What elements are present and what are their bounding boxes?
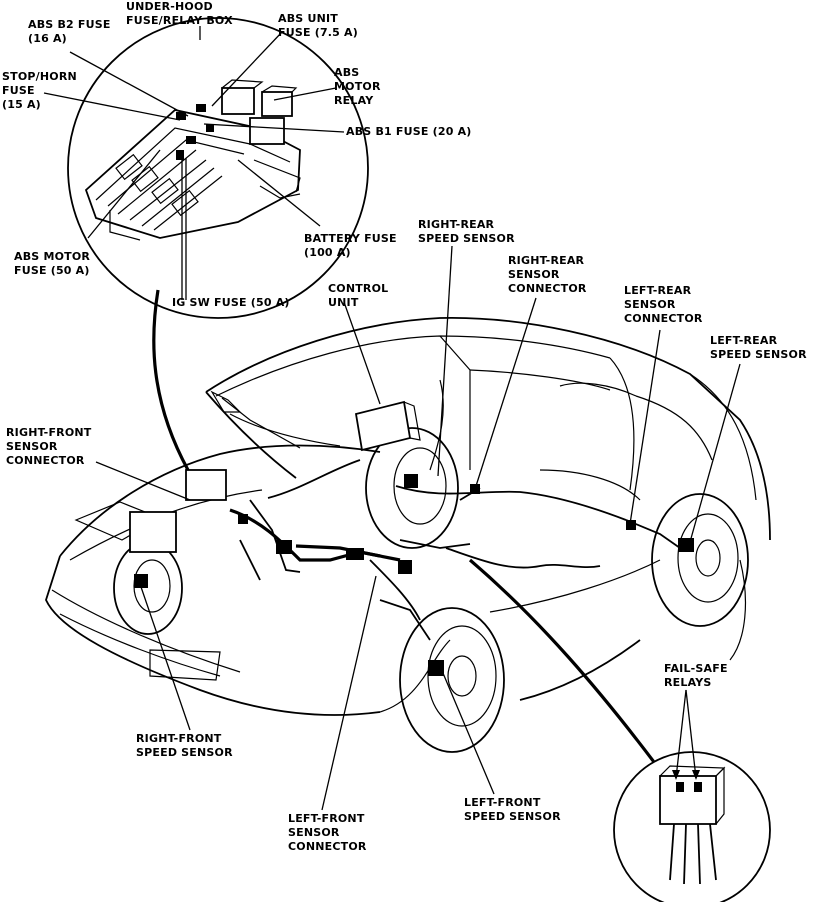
- left-rear-sensor-drawing: [678, 538, 694, 552]
- rear-left-wheel: [651, 493, 749, 627]
- label-abs-motor-fuse: ABS MOTOR FUSE (50 A): [14, 250, 91, 277]
- fuse-box-cable: [152, 289, 190, 471]
- sensor-harness: [267, 379, 681, 569]
- fuse-relay-box-drawing: [84, 79, 301, 241]
- fuse-box-detail-circle: [43, 17, 369, 319]
- label-battery-fuse: BATTERY FUSE (100 A): [304, 232, 397, 259]
- label-left-rear-speed-sensor: LEFT-REAR SPEED SENSOR: [710, 334, 807, 361]
- control-unit-drawing: [354, 400, 421, 452]
- leader-lines: [95, 245, 741, 811]
- right-rear-connector-drawing: [470, 484, 480, 494]
- label-stop-horn-fuse: STOP/HORN FUSE (15 A): [2, 70, 77, 111]
- label-ig-sw-fuse: IG SW FUSE (50 A): [172, 296, 290, 309]
- fail-safe-relay-cable: [468, 558, 662, 771]
- label-abs-b2-fuse: ABS B2 FUSE (16 A): [28, 18, 111, 45]
- front-left-wheel: [399, 607, 505, 753]
- rear-right-wheel: [365, 427, 459, 549]
- label-left-rear-sensor-connector: LEFT-REAR SENSOR CONNECTOR: [624, 284, 703, 325]
- left-rear-connector-drawing: [626, 520, 636, 530]
- right-front-sensor-drawing: [134, 574, 148, 588]
- label-left-front-speed-sensor: LEFT-FRONT SPEED SENSOR: [464, 796, 561, 823]
- abs-modulator-and-wiring: [129, 469, 471, 641]
- label-right-rear-speed-sensor: RIGHT-REAR SPEED SENSOR: [418, 218, 515, 245]
- fail-safe-relay-detail-circle: [613, 751, 771, 906]
- label-abs-b1-fuse: ABS B1 FUSE (20 A): [346, 125, 472, 138]
- label-abs-motor-relay: ABS MOTOR RELAY: [334, 66, 381, 107]
- label-right-front-speed-sensor: RIGHT-FRONT SPEED SENSOR: [136, 732, 233, 759]
- label-right-front-sensor-connector: RIGHT-FRONT SENSOR CONNECTOR: [6, 426, 92, 467]
- label-fail-safe-relays: FAIL-SAFE RELAYS: [664, 662, 728, 689]
- label-abs-unit-fuse: ABS UNIT FUSE (7.5 A): [278, 12, 358, 39]
- label-right-rear-sensor-connector: RIGHT-REAR SENSOR CONNECTOR: [508, 254, 587, 295]
- right-rear-sensor-drawing: [404, 474, 418, 488]
- label-control-unit: CONTROL UNIT: [328, 282, 389, 309]
- label-left-front-sensor-connector: LEFT-FRONT SENSOR CONNECTOR: [288, 812, 367, 853]
- left-front-sensor-drawing: [428, 660, 444, 676]
- car-body-outline: [45, 316, 771, 716]
- label-under-hood-fuse-relay-box: UNDER-HOOD FUSE/RELAY BOX: [126, 0, 233, 27]
